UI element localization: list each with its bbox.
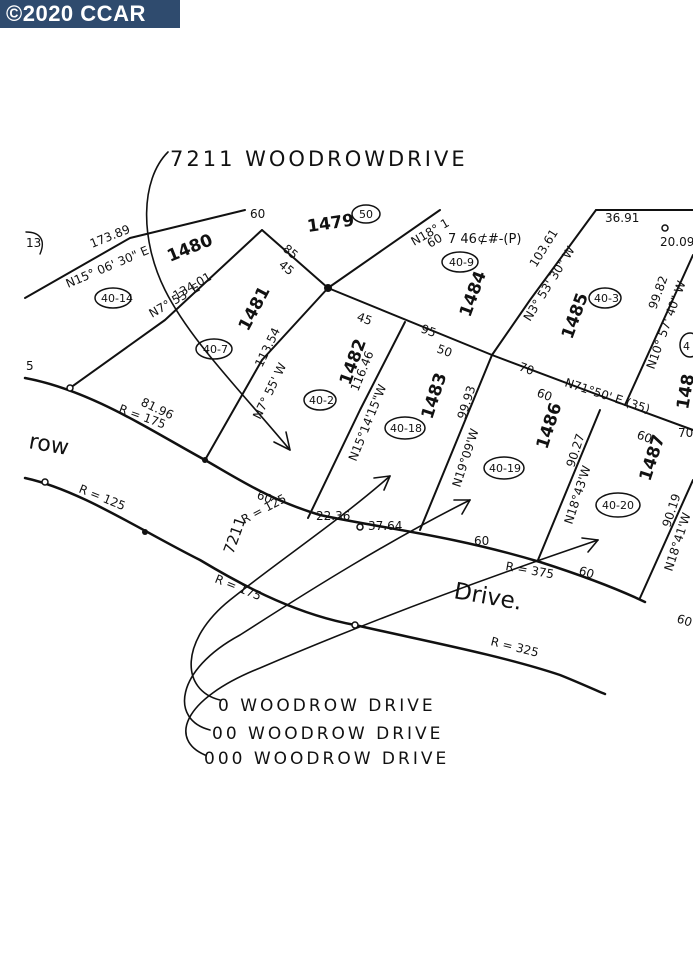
dimension-label: 36.91 <box>605 211 639 225</box>
radius-label: R = 175 <box>213 572 264 603</box>
lot-number-1485: 1485 <box>558 290 593 341</box>
arrow-7211 <box>145 151 291 451</box>
parcel-marker-40-7: 40-7 <box>195 338 233 360</box>
parcel-marker-40-3: 40-3 <box>588 287 622 309</box>
address-line-0: 0 WOODROW DRIVE <box>218 696 436 716</box>
edge-mark-13: 13 <box>26 236 41 250</box>
bearing-label: N19°09'W <box>450 427 482 489</box>
copyright-symbol: © <box>6 1 23 26</box>
arrow-000 <box>185 539 599 756</box>
parcel-marker-40-18: 40-18 <box>384 416 426 440</box>
handwritten-note: 7 46⊄#-(P) <box>448 232 521 247</box>
parcel-marker-40-2: 40-2 <box>303 389 337 411</box>
house-number-label: 7211 <box>220 514 250 556</box>
dimension-label: 173.89 <box>88 222 132 251</box>
pointer-arrows <box>145 151 599 756</box>
bearing-label: N71°50' E (35) <box>563 376 652 417</box>
arrow-00 <box>183 499 471 731</box>
dimension-label: 45 <box>276 258 297 279</box>
copyright-year: 2020 <box>22 1 74 26</box>
dimension-label: 99.93 <box>455 384 479 421</box>
dimension-label: 60 <box>675 612 693 630</box>
dimension-label: 60 <box>250 207 265 221</box>
parcel-marker-4: 4 <box>679 332 693 358</box>
edge-mark-5: 5 <box>26 359 34 373</box>
parcel-marker-40-14: 40-14 <box>94 287 133 309</box>
lot-number-1479: 1479 <box>306 211 356 237</box>
subject-address-label: 7211 WOODROWDRIVE <box>170 147 468 171</box>
dimension-label: 60 <box>255 488 274 507</box>
parcel-marker-50: 50 <box>351 204 381 224</box>
parcel-label: 4 <box>683 340 690 353</box>
parcel-label: 40-20 <box>602 499 634 512</box>
copyright-badge: ©2020 CCAR <box>0 0 180 28</box>
brand-name: CCAR <box>80 1 146 26</box>
parcel-label: 40-7 <box>203 343 228 356</box>
address-line-000: 000 WOODROW DRIVE <box>204 749 449 769</box>
dimension-label: 70 <box>517 360 536 378</box>
parcel-label: 40-3 <box>594 292 619 305</box>
road-north-edge <box>23 376 647 604</box>
lot-number-1483: 1483 <box>418 370 452 421</box>
lot-number-1480: 1480 <box>164 230 216 266</box>
lot-lines <box>24 209 693 599</box>
parcel-label: 40-9 <box>449 256 474 269</box>
dimension-label: 45 <box>355 310 374 328</box>
dimension-label: 70 <box>678 426 693 440</box>
bearing-label: N18°43'W <box>562 464 594 526</box>
dimension-label: 60 <box>425 231 445 251</box>
dimension-label: 95 <box>419 322 438 340</box>
monument-points <box>41 224 669 629</box>
edge-mark-13-ring <box>25 231 44 255</box>
dimension-label: 60 <box>535 386 554 404</box>
lot-number-1486: 1486 <box>533 400 567 451</box>
street-label: Drive. <box>452 578 524 616</box>
address-line-00: 00 WOODROW DRIVE <box>212 724 443 744</box>
parcel-marker-40-9: 40-9 <box>441 251 479 273</box>
dimension-label: 20.09 <box>660 235 693 249</box>
parcel-label: 40-14 <box>101 292 133 305</box>
parcel-label: 40-2 <box>309 394 334 407</box>
dimension-label: 60 <box>635 428 654 446</box>
lot-number-148: 148 <box>673 372 693 410</box>
lot-number-1481: 1481 <box>235 283 275 334</box>
road-south-edge <box>23 476 607 696</box>
dimension-label: 50 <box>435 342 454 360</box>
parcel-marker-40-20: 40-20 <box>595 492 641 518</box>
parcel-label: 40-18 <box>390 422 422 435</box>
parcel-marker-40-19: 40-19 <box>483 456 525 480</box>
lot-number-1484: 1484 <box>456 268 491 319</box>
parcel-label: 50 <box>359 208 373 221</box>
dimension-label: 60 <box>474 534 489 548</box>
street-fragment-label: row <box>27 429 71 461</box>
arrow-0 <box>190 475 391 701</box>
radius-label: R = 375 <box>504 559 555 581</box>
dimension-label: 22.36 <box>316 509 350 523</box>
dimension-label: 60 <box>577 564 596 582</box>
dimension-label: 37.64 <box>368 519 402 533</box>
parcel-label: 40-19 <box>489 462 521 475</box>
